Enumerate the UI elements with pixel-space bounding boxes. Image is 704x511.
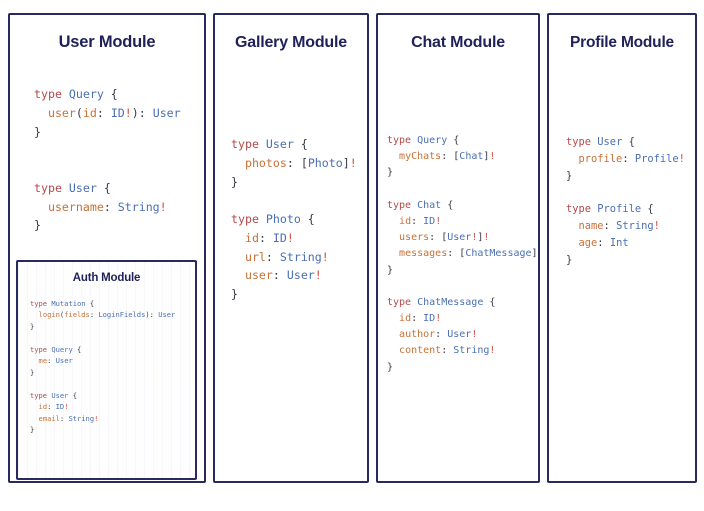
card-title-user-module: User Module — [58, 33, 156, 51]
card-user-module[interactable]: User Module type Query { user(id: ID!): … — [8, 13, 206, 483]
schema-code-user-module: type Query { user(id: ID!): User } type … — [34, 87, 181, 233]
card-title-chat-module: Chat Module — [411, 34, 505, 51]
schema-code-chat-module: type Query { myChats: [Chat]! } type Cha… — [387, 135, 538, 373]
schema-code-profile-module: type User { profile: Profile! } type Pro… — [566, 136, 685, 266]
card-title-profile-module: Profile Module — [570, 34, 674, 51]
schema-code-gallery-module: type User { photos: [Photo]! } type Phot… — [231, 137, 357, 302]
card-title-gallery-module: Gallery Module — [235, 34, 347, 51]
card-chat-module[interactable]: Chat Module type Query { myChats: [Chat]… — [376, 13, 540, 483]
schema-code-auth-module: type Mutation { login(fields: LoginField… — [30, 299, 176, 435]
card-gallery-module[interactable]: Gallery Module type User { photos: [Phot… — [213, 13, 369, 483]
card-title-auth-module: Auth Module — [72, 272, 141, 284]
card-profile-module[interactable]: Profile Module type User { profile: Prof… — [547, 13, 697, 483]
card-auth-module[interactable]: Auth Module type Mutation { login(fields… — [16, 260, 197, 480]
